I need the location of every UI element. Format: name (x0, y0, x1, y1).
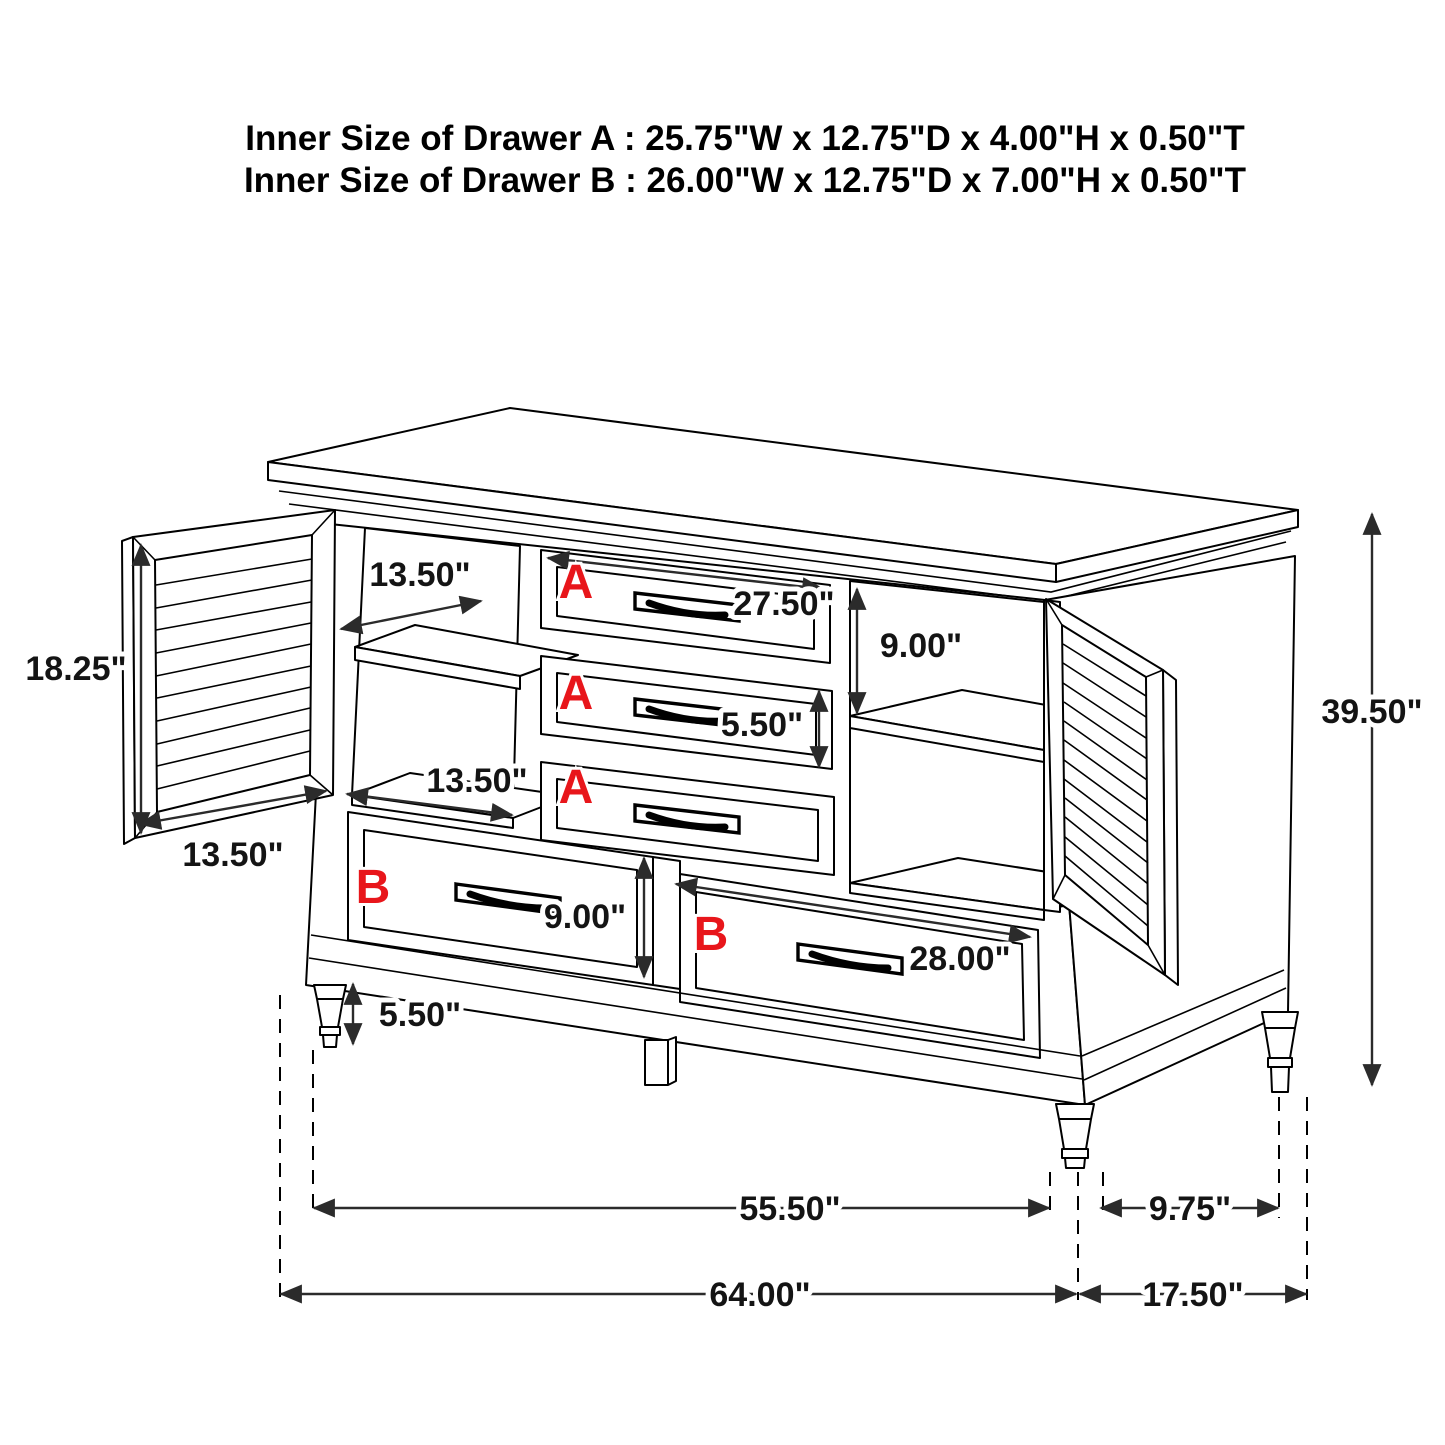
dim-label: 27.50" (733, 585, 834, 623)
dim-arrow (339, 595, 483, 635)
right-door-louver-slats (1062, 643, 1149, 927)
dim-label: 18.25" (25, 650, 126, 688)
handle-b-right (796, 942, 904, 976)
dim-side-leg-span: 9.75" (1099, 1185, 1280, 1233)
dim-total-height: 39.50" (1316, 512, 1428, 1087)
handle-bar (645, 811, 729, 831)
dim-label: 64.00" (709, 1276, 810, 1314)
dim-drawer-b-width: 28.00" (674, 877, 1032, 983)
dim-arrow (546, 550, 825, 597)
label-drawer-b-left: B (356, 861, 391, 914)
dimension-annotations: 13.50" 18.25" 13.50" 13.50" 27.50" 5.50"… (20, 512, 1428, 1319)
leg-front-right (1055, 1103, 1095, 1169)
leg-middle-back (644, 1036, 677, 1086)
cabinet-line-art (121, 407, 1299, 1169)
handle-bar (645, 705, 729, 725)
dim-label: 39.50" (1321, 693, 1422, 731)
dim-label: 17.50" (1142, 1276, 1243, 1314)
side-base-rail-lines (1081, 969, 1287, 1081)
dim-label: 28.00" (909, 940, 1010, 978)
right-louvered-door (1045, 598, 1179, 986)
dim-label: 5.50" (379, 996, 461, 1034)
handle-bar (466, 890, 550, 912)
right-door-corner-bevels (1045, 598, 1166, 976)
handle-b-left (454, 882, 562, 916)
dim-label: 55.50" (739, 1190, 840, 1228)
dim-label: 13.50" (182, 836, 283, 874)
leg-back-right (1261, 1011, 1299, 1093)
dim-compartment-height: 9.00" (847, 587, 967, 715)
title-line-2: Inner Size of Drawer B : 26.00"W x 12.75… (244, 161, 1246, 200)
handle-a1 (633, 591, 741, 623)
dim-label: 13.50" (426, 762, 527, 800)
label-drawer-a1: A (559, 556, 594, 609)
dim-door-height: 18.25" (20, 543, 151, 835)
dim-front-leg-span: 55.50" (312, 1185, 1051, 1233)
slab-side-band (1055, 509, 1299, 583)
left-shelf-front-band (354, 646, 521, 690)
handle-a2 (633, 697, 741, 729)
title-block: Inner Size of Drawer A : 25.75"W x 12.75… (244, 119, 1246, 200)
part-labels: A A A B B (353, 553, 732, 964)
dim-label: 9.75" (1149, 1190, 1231, 1228)
dim-shelf-depth-bottom: 13.50" (345, 757, 533, 822)
label-drawer-a2: A (559, 667, 594, 720)
label-drawer-b-right: B (694, 908, 729, 961)
dim-drawer-a-face-height: 5.50" (716, 689, 829, 769)
dim-label: 9.00" (880, 627, 962, 665)
dim-arrow (345, 787, 514, 822)
dim-total-width: 64.00" (279, 1271, 1078, 1319)
leg-front-left (313, 984, 347, 1048)
dim-drawer-b-face-height: 9.00" (539, 856, 654, 979)
dim-arrow (674, 877, 1032, 944)
drawer-a3-bevel (556, 778, 819, 862)
drawer-b-divider (652, 856, 681, 990)
left-door-louver-slats (155, 558, 313, 790)
dim-leg-height: 5.50" (343, 982, 466, 1046)
dim-label: 13.50" (369, 556, 470, 594)
dim-label: 5.50" (721, 706, 803, 744)
dim-drawer-a-width: 27.50" (546, 550, 840, 628)
handle-bar (808, 950, 892, 972)
label-drawer-a3: A (559, 761, 594, 814)
dim-arrow (138, 785, 328, 830)
projection-guide-lines (279, 995, 1308, 1300)
base-rail-lines (308, 934, 1083, 1080)
handle-bar (645, 599, 729, 619)
dim-door-width: 13.50" (138, 785, 328, 879)
dim-shelf-depth-top: 13.50" (339, 551, 483, 635)
title-line-1: Inner Size of Drawer A : 25.75"W x 12.75… (245, 119, 1244, 158)
dim-total-depth: 17.50" (1078, 1271, 1308, 1319)
handle-a3 (633, 803, 741, 835)
dim-label: 9.00" (544, 898, 626, 936)
